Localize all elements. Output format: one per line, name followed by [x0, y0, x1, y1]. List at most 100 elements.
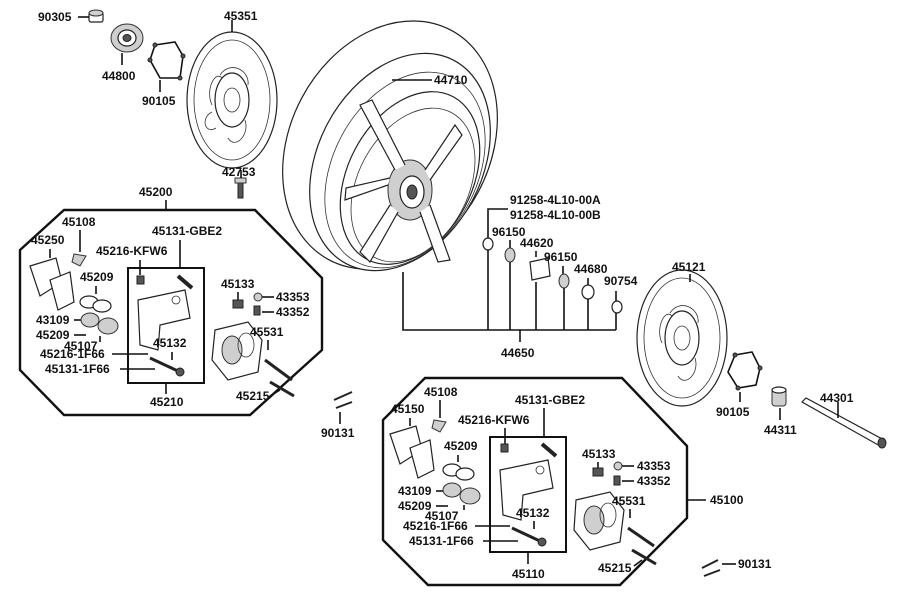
- upper-bleeder-43353: [253, 292, 263, 316]
- lower-caliper-body: [573, 491, 625, 551]
- label-44800: 44800: [102, 69, 136, 83]
- label-90105-right: 90105: [716, 405, 750, 419]
- lower-label-43353: 43353: [637, 459, 671, 473]
- lower-bolt-45131: [540, 442, 558, 458]
- bolts-90131-upper: [333, 391, 353, 409]
- lower-bracket-plate: [499, 459, 554, 521]
- lower-pin-45132: [511, 526, 547, 547]
- lower-label-45107: 45107: [425, 509, 459, 523]
- upper-label-45250: 45250: [31, 233, 65, 247]
- label-90305: 90305: [38, 10, 72, 24]
- lower-label-45531: 45531: [612, 494, 646, 508]
- lower-bleeder-43353: [613, 461, 623, 486]
- upper-label-45216-1f66: 45216-1F66: [40, 347, 105, 361]
- lower-label-43109: 43109: [398, 484, 432, 498]
- upper-label-45108: 45108: [62, 215, 96, 229]
- collar-44311: [771, 386, 787, 407]
- lower-label-45132: 45132: [516, 506, 550, 520]
- upper-pin-45216: [136, 275, 145, 285]
- lower-label-45131-gbe2: 45131-GBE2: [515, 393, 585, 407]
- bolts-90131-lower: [701, 559, 721, 577]
- lower-label-45131-1f66: 45131-1F66: [409, 534, 474, 548]
- upper-label-45209a: 45209: [80, 270, 114, 284]
- label-44710: 44710: [434, 73, 468, 87]
- lower-label-43352: 43352: [637, 474, 671, 488]
- upper-label-45107: 45107: [64, 339, 98, 353]
- upper-label-43353: 43353: [276, 290, 310, 304]
- label-45200: 45200: [139, 185, 173, 199]
- spacer-44680: [581, 284, 595, 300]
- upper-label-45132: 45132: [153, 336, 187, 350]
- label-44680: 44680: [574, 262, 608, 276]
- upper-pin-45132: [149, 356, 185, 377]
- upper-bracket-plate: [137, 289, 191, 351]
- label-90105-top: 90105: [142, 94, 176, 108]
- upper-cap-45133: [232, 299, 244, 309]
- lower-pistons-43109: [442, 482, 481, 505]
- brake-disc-45351: [186, 31, 278, 169]
- lower-label-45209b: 45209: [398, 499, 432, 513]
- upper-label-43352: 43352: [276, 305, 310, 319]
- label-90131-upper: 90131: [321, 426, 355, 440]
- axle-44301: [801, 397, 887, 449]
- lower-bolt-45531: [627, 526, 657, 566]
- label-91258a: 91258-4L10-00A: [510, 193, 601, 207]
- upper-label-45215: 45215: [236, 389, 270, 403]
- lower-label-45216-kfw6: 45216-KFW6: [458, 413, 530, 427]
- label-90754: 90754: [604, 274, 638, 288]
- label-44311: 44311: [764, 423, 797, 437]
- bearing-96150a: [504, 247, 516, 263]
- lower-caliper-assembly-frame: [381, 376, 689, 587]
- lower-label-45150: 45150: [391, 402, 425, 416]
- label-91258b: 91258-4L10-00B: [510, 208, 601, 222]
- upper-label-45210: 45210: [150, 395, 184, 409]
- valve-42753: [234, 177, 247, 199]
- upper-label-45131-gbe2: 45131-GBE2: [152, 224, 222, 238]
- label-44620: 44620: [520, 236, 554, 250]
- label-96150b: 96150: [544, 250, 578, 264]
- lower-label-45215: 45215: [598, 561, 632, 575]
- upper-label-45133: 45133: [221, 277, 255, 291]
- lower-label-45108: 45108: [424, 385, 458, 399]
- label-42753: 42753: [222, 165, 256, 179]
- lower-label-45110: 45110: [512, 567, 545, 581]
- upper-label-45131-1f66: 45131-1F66: [45, 362, 110, 376]
- upper-caliper-body: [211, 321, 263, 381]
- upper-brake-pads-45250: [29, 257, 75, 311]
- lower-brake-pads-45150: [389, 425, 435, 479]
- speedometer-gear-44800: [110, 23, 144, 53]
- lower-label-45216-1f66: 45216-1F66: [403, 519, 468, 533]
- upper-spring-45108: [71, 253, 87, 267]
- brake-disc-45121: [636, 269, 728, 407]
- lower-spring-45108: [431, 419, 447, 433]
- lower-seals-45209: [442, 463, 475, 481]
- label-45100: 45100: [710, 493, 744, 507]
- group-44650-bracket: [402, 272, 616, 331]
- seal-91258: [482, 237, 494, 251]
- upper-label-45216-kfw6: 45216-KFW6: [96, 244, 168, 258]
- upper-pistons-43109: [80, 312, 119, 335]
- spacer-44620: [529, 257, 551, 281]
- wheel-tire-44710: [282, 20, 498, 272]
- bolt-90305: [88, 9, 104, 23]
- lower-label-45133: 45133: [582, 447, 616, 461]
- seal-90754: [611, 300, 623, 314]
- upper-label-45209b: 45209: [36, 328, 70, 342]
- label-90131-lower: 90131: [738, 557, 772, 571]
- clip-90105-top: [147, 41, 186, 81]
- bearing-96150b: [558, 273, 570, 289]
- upper-label-45531: 45531: [250, 325, 284, 339]
- label-45351: 45351: [224, 9, 258, 23]
- upper-label-43109: 43109: [36, 313, 70, 327]
- upper-caliper-assembly-frame: [18, 208, 324, 417]
- upper-seals-45209: [79, 295, 112, 313]
- clip-90105-right: [727, 351, 763, 391]
- lower-cap-45133: [592, 467, 604, 477]
- label-96150a: 96150: [492, 225, 526, 239]
- upper-bolt-45531: [264, 358, 295, 398]
- label-44650: 44650: [501, 346, 535, 360]
- lower-pin-45216: [500, 443, 509, 453]
- label-44301: 44301: [820, 391, 854, 405]
- lower-label-45209a: 45209: [444, 439, 478, 453]
